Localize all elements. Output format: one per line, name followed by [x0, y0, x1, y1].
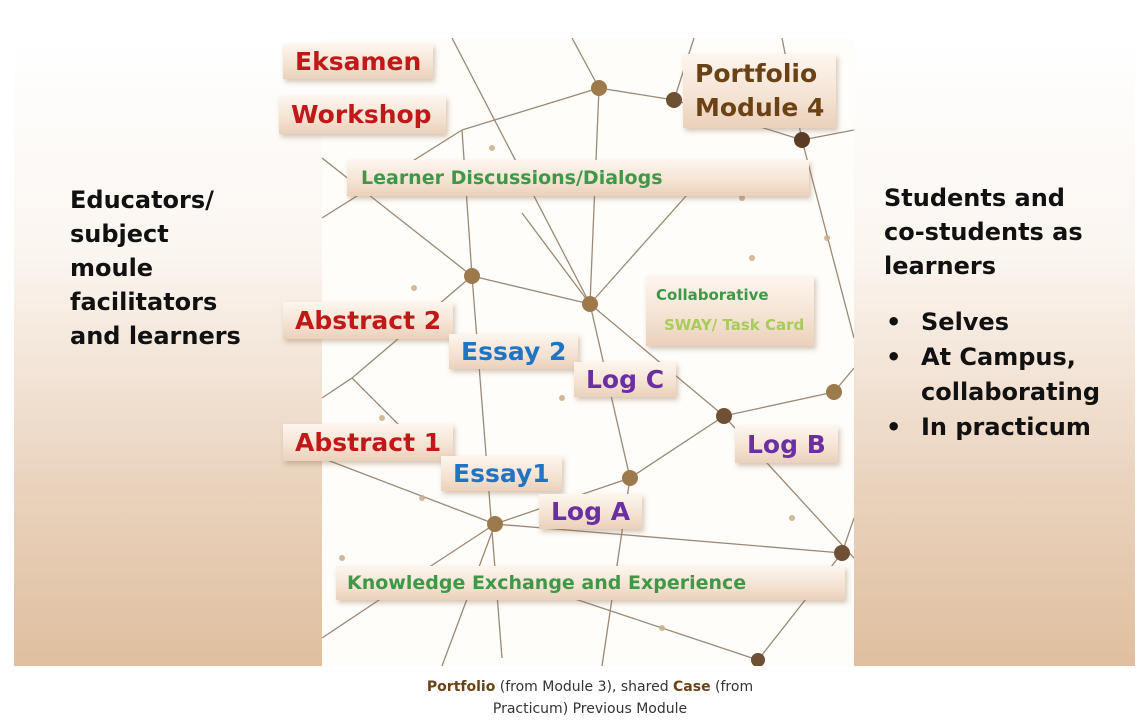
essay2-label: Essay 2 [449, 334, 579, 369]
collaborative-line: Collaborative [656, 286, 769, 304]
module4-line: Module 4 [695, 93, 825, 122]
caption-portfolio: Portfolio [426, 679, 496, 695]
educators-line: moule [70, 254, 154, 282]
log-b-label: Log B [735, 426, 838, 463]
students-heading-line: learners [884, 252, 997, 280]
workshop-label: Workshop [279, 96, 446, 134]
caption: Portfolio (from Module 3), shared Case (… [300, 676, 880, 720]
students-heading-line: co-students as [884, 218, 1083, 246]
eksamen-label: Eksamen [283, 44, 434, 79]
students-heading-line: Students and [884, 184, 1065, 212]
educators-line: Educators/ [70, 186, 214, 214]
bullet-text: Selves [921, 308, 1009, 336]
learner-discussions-label: Learner Discussions/Dialogs [347, 160, 809, 196]
abstract2-label: Abstract 2 [283, 302, 454, 339]
bullet-marker: • [886, 343, 902, 371]
educators-line: subject [70, 220, 169, 248]
network-panel [322, 38, 854, 666]
bullet-text: collaborating [921, 378, 1101, 406]
caption-line1: Portfolio (from Module 3), shared Case (… [300, 676, 880, 698]
educators-line: and learners [70, 322, 241, 350]
bullet-marker: • [886, 308, 902, 336]
log-c-label: Log C [574, 362, 677, 397]
log-a-label: Log A [539, 494, 643, 529]
sway-task-card-line: SWAY/ Task Card [664, 316, 805, 334]
caption-text1: (from Module 3), shared [495, 679, 674, 695]
caption-case: Case [673, 679, 711, 695]
students-heading: Students and co-students as learners [884, 181, 1134, 283]
abstract1-label: Abstract 1 [283, 424, 454, 461]
portfolio-module4-label: Portfolio Module 4 [683, 54, 837, 128]
knowledge-exchange-label: Knowledge Exchange and Experience [336, 566, 845, 600]
essay1-label: Essay1 [441, 456, 562, 491]
collaborative-sway-label: Collaborative SWAY/ Task Card [646, 276, 815, 346]
educators-text: Educators/ subject moule facilitators an… [70, 183, 300, 353]
bullet-item: • In practicum [884, 410, 1134, 445]
caption-text2: (from [710, 679, 754, 695]
bullet-item: • At Campus, collaborating [884, 340, 1134, 410]
students-text: Students and co-students as learners • S… [884, 181, 1134, 445]
bullet-item: • Selves [884, 305, 1134, 340]
bullet-text: At Campus, [921, 343, 1076, 371]
bullet-marker: • [886, 413, 902, 441]
educators-line: facilitators [70, 288, 218, 316]
portfolio-line: Portfolio [695, 59, 818, 88]
caption-line2: Practicum) Previous Module [492, 701, 688, 717]
bullet-text: In practicum [921, 413, 1091, 441]
students-bullet-list: • Selves • At Campus, collaborating • In… [884, 305, 1134, 445]
